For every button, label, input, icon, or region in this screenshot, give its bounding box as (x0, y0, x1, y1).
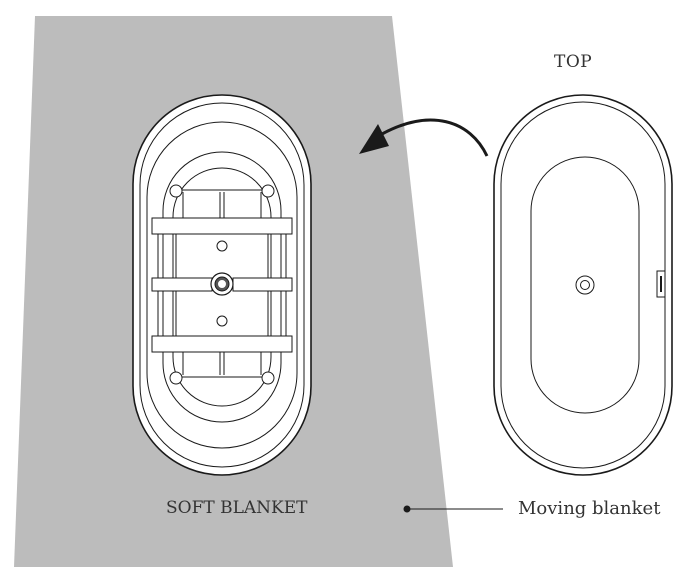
tub-rim-inner (139, 102, 305, 468)
frame-crossbar-bottom (151, 335, 293, 353)
overflow-slot (656, 270, 666, 298)
top-tub-outer (493, 94, 673, 476)
moving-blanket-label: Moving blanket (518, 498, 661, 519)
tub-base-outer (146, 121, 298, 449)
soft-blanket-label: SOFT BLANKET (166, 498, 308, 518)
flipped-bathtub (132, 94, 312, 476)
tub-foot (216, 315, 228, 327)
rotate-arrow-icon (359, 118, 489, 157)
top-view-bathtub (493, 94, 673, 476)
tub-foot (169, 371, 183, 385)
frame-crossbar-top (151, 217, 293, 235)
tub-foot (169, 184, 183, 198)
tub-foot (216, 240, 228, 252)
support-frame (151, 189, 293, 378)
top-view-label: TOP (554, 52, 593, 72)
tub-foot (261, 184, 275, 198)
tub-foot (261, 371, 275, 385)
frame-rail-right (232, 277, 293, 292)
top-drain-outer (575, 275, 595, 295)
frame-rail-left (151, 277, 213, 292)
top-drain-inner (580, 280, 590, 290)
top-tub-basin (530, 156, 640, 414)
drain-center (218, 280, 226, 288)
